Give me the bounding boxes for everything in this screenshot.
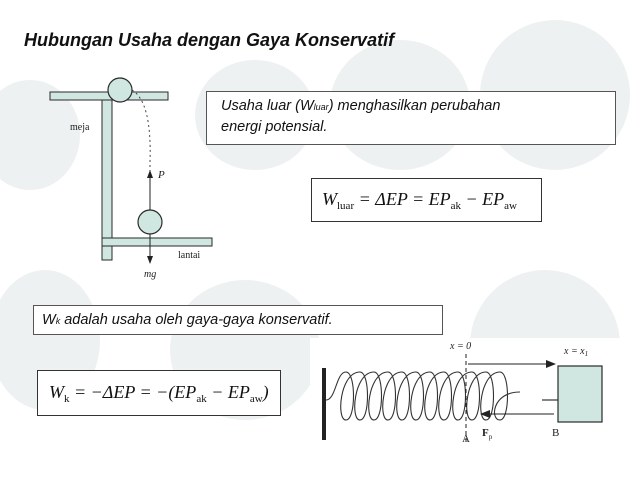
eq1-minus: − EP (461, 189, 505, 209)
eq2-sub-ak: ak (196, 393, 207, 405)
label-x1-sub: 1 (585, 350, 589, 358)
eq2-end: ) (262, 382, 269, 402)
eq2-lhs: W (49, 382, 64, 402)
label-force: F (482, 427, 489, 439)
description-box-external-work: Usaha luar (Wluar) menghasilkan perubaha… (206, 91, 616, 145)
eq1-sub-ak: ak (450, 200, 462, 212)
label-p: P (157, 169, 165, 181)
table-mass-figure: meja P lantai mg (49, 77, 213, 280)
box1-line2: energi potensial. (221, 119, 328, 135)
equation-external-work: Wluar = ΔEP = EPak − EPaw (311, 178, 542, 222)
label-b: B (552, 427, 559, 439)
eq1-mid: = ΔEP = EP (354, 189, 451, 209)
eq1-sub-aw: aw (504, 200, 517, 212)
box1-subscript: luar (313, 102, 329, 112)
box2-subscript: k (55, 316, 61, 326)
spring-figure: x = 0 x = x1 A Fp B (310, 338, 622, 474)
eq2-minus: − EP (206, 382, 250, 402)
label-mg: mg (144, 269, 156, 280)
label-x0: x = 0 (449, 341, 471, 352)
label-lantai: lantai (178, 250, 200, 261)
label-x1: x = x (563, 346, 585, 357)
box1-text-pre: Usaha luar (W (221, 98, 314, 114)
svg-text:x = x1: x = x1 (563, 346, 588, 358)
slide-title: Hubungan Usaha dengan Gaya Konservatif (24, 30, 395, 50)
eq2-lhs-sub: k (64, 393, 70, 405)
equation-conservative-work: Wk = −ΔEP = −(EPak − EPaw) (37, 370, 281, 416)
description-box-conservative-work: Wk adalah usaha oleh gaya-gaya konservat… (33, 305, 443, 335)
box2-text-pre: W (42, 312, 56, 328)
eq2-sub-aw: aw (249, 393, 263, 405)
eq1-lhs-sub: luar (337, 200, 355, 212)
eq1-lhs: W (322, 189, 337, 209)
label-a: A (462, 433, 470, 445)
box1-text-post: ) menghasilkan perubahan (328, 98, 501, 114)
eq2-mid: = −ΔEP = −(EP (69, 382, 197, 402)
svg-text:Fp: Fp (482, 427, 493, 441)
label-force-sub: p (489, 433, 493, 441)
label-meja: meja (70, 122, 90, 133)
box2-text-post: adalah usaha oleh gaya-gaya konservatif. (60, 312, 333, 328)
